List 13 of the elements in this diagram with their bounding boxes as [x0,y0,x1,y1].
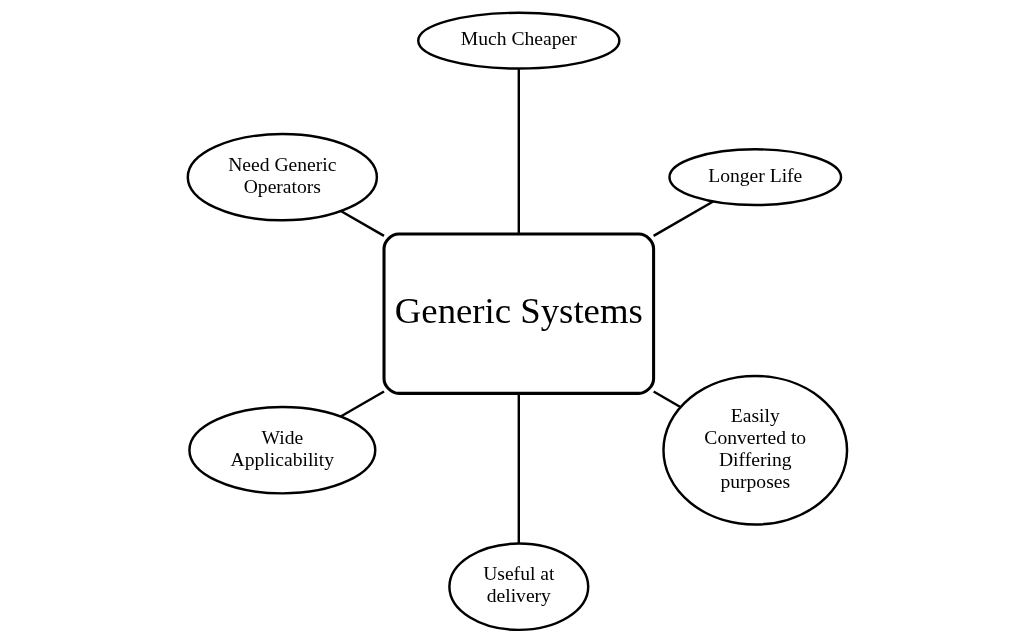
node-ellipse: Easily Converted to Differing purposes [661,374,848,526]
node-ellipse: Useful at delivery [447,542,589,632]
node-ellipse: Longer Life [667,148,842,207]
connector [517,68,520,234]
connector [652,390,681,409]
node-box: Generic Systems [382,232,655,395]
connector [517,393,520,544]
connector [652,200,714,237]
node-ellipse: Wide Applicability [187,405,376,495]
connector [339,390,385,418]
node-ellipse: Need Generic Operators [186,132,378,222]
node-ellipse: Much Cheaper [416,11,621,70]
connector [340,210,385,237]
